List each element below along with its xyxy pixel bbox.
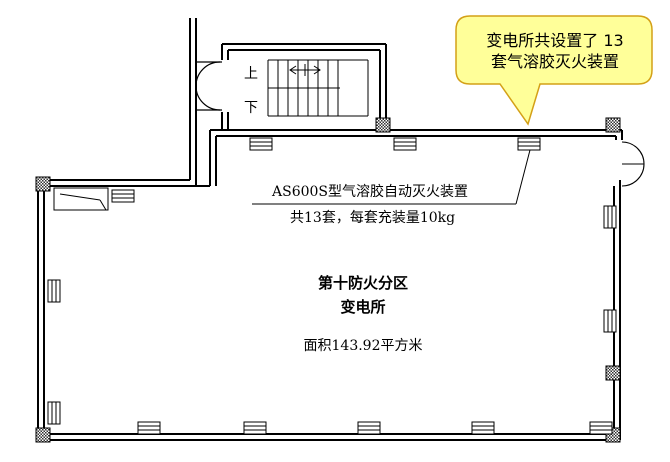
aerosol-unit (249, 137, 273, 151)
columns (35, 117, 621, 443)
aerosol-unit (589, 421, 613, 435)
aerosol-unit (47, 279, 61, 303)
aerosol-unit (393, 137, 417, 151)
callout-bubble (455, 15, 653, 126)
exit-door (621, 141, 645, 187)
aerosol-unit (357, 421, 381, 435)
aerosol-unit (111, 189, 135, 203)
aerosol-unit (137, 421, 161, 435)
equipment-note-line1: AS600S型气溶胶自动灭火装置 (271, 183, 468, 200)
stair-treads (267, 59, 369, 117)
aerosol-unit (243, 421, 267, 435)
room-area-label: 面积143.92平方米 (304, 338, 423, 354)
cable-trench-box (53, 187, 109, 211)
room-name-label: 变电所 (340, 298, 385, 316)
callout-text: 变电所共设置了 13 套气溶胶灭火装置 (462, 30, 648, 72)
aerosol-unit (517, 137, 541, 151)
aerosol-unit (471, 421, 495, 435)
note-leader (252, 149, 531, 205)
aerosol-unit (603, 309, 617, 333)
stair-up-label: 上 (244, 66, 258, 82)
callout-line-2: 套气溶胶灭火装置 (490, 52, 619, 71)
aerosol-unit (603, 205, 617, 229)
fire-zone-label: 第十防火分区 (318, 274, 408, 292)
callout-line-1: 变电所共设置了 13 (486, 31, 624, 50)
aerosol-unit (47, 401, 61, 425)
equipment-note-line2: 共13套，每套充装量10kg (290, 210, 455, 226)
aerosol-units (47, 137, 617, 435)
stair-doors (195, 61, 222, 111)
stair-down-label: 下 (244, 100, 258, 116)
